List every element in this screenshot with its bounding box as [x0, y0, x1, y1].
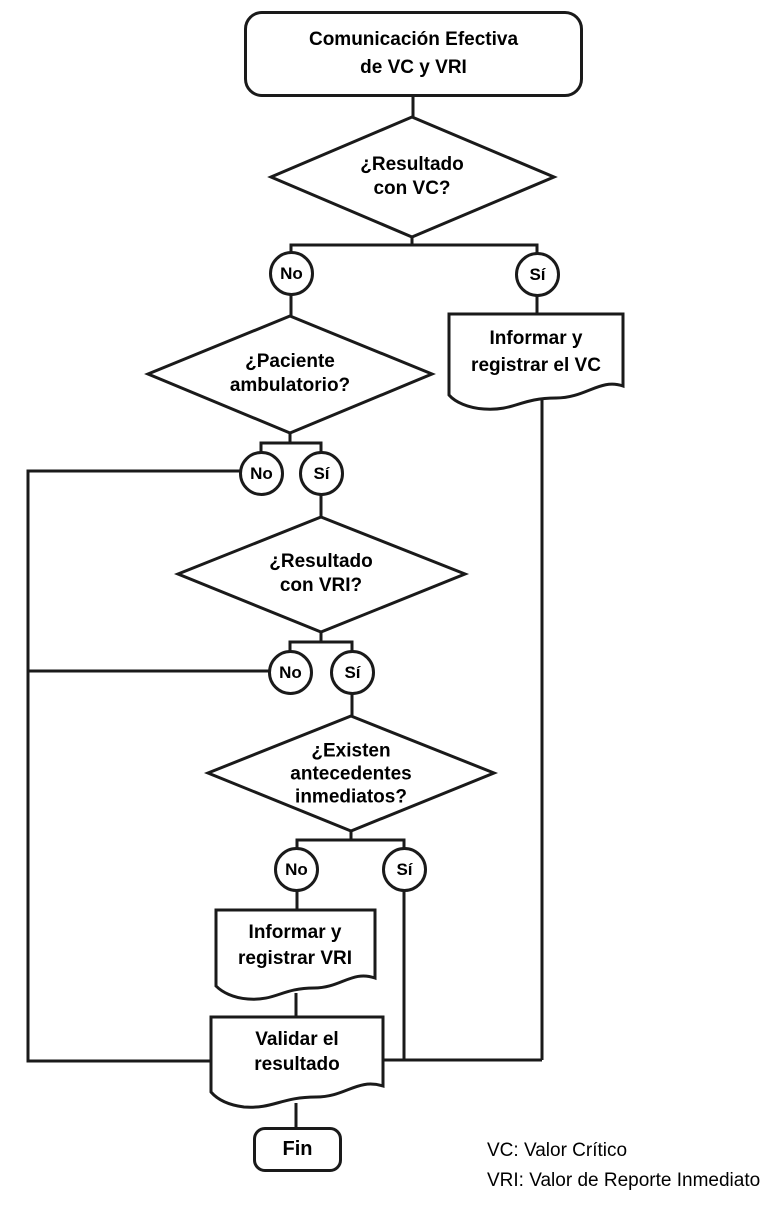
end-node-label: Fin: [282, 1138, 313, 1160]
branch-antecedentes-no-circle: No: [274, 847, 319, 892]
document-validar-label: Validar el resultado: [254, 1027, 340, 1077]
connector-antecedentes-branch-bracket: [295, 830, 406, 851]
decision-antecedentes-label-line3: inmediatos?: [295, 786, 407, 808]
decision-vc-label-line2: con VC?: [373, 178, 451, 199]
branch-vc-no-label: No: [280, 263, 303, 283]
branch-antecedentes-no-label: No: [285, 859, 308, 879]
document-validar-shape: [209, 1015, 385, 1109]
document-registrar-vc-line2: registrar el VC: [471, 355, 601, 376]
decision-antecedentes-shape: [203, 714, 499, 833]
start-node-label-line1: Comunicación Efectiva: [308, 29, 519, 50]
connector-ambulatorio-branch-bracket: [259, 432, 323, 455]
start-node-label-line2: de VC y VRI: [360, 57, 467, 78]
decision-vri-shape: [173, 515, 470, 634]
document-registrar-vri-shape: [214, 908, 377, 1001]
connector-vri-branch-bracket: [288, 631, 354, 653]
decision-vri-label-line2: con VRI?: [279, 575, 363, 596]
decision-antecedentes-label-line2: antecedentes: [290, 763, 412, 785]
document-registrar-vc-label: Informar y registrar el VC: [471, 325, 601, 379]
decision-ambulatorio-label: ¿Paciente ambulatorio?: [230, 350, 350, 398]
document-registrar-vri-label: Informar y registrar VRI: [238, 920, 352, 972]
branch-vri-si-circle: Sí: [330, 650, 375, 695]
legend-vc: VC: Valor Crítico: [487, 1140, 628, 1161]
document-validar-line2: resultado: [254, 1054, 340, 1075]
document-validar-line1: Validar el: [255, 1029, 339, 1050]
branch-ambulatorio-no-circle: No: [239, 451, 284, 496]
decision-vc-label-line1: ¿Resultado: [360, 154, 464, 175]
decision-antecedentes-label: ¿Existen antecedentes inmediatos?: [290, 740, 411, 809]
legend: VC: Valor Crítico VRI: Valor de Reporte …: [487, 1136, 760, 1196]
decision-ambulatorio-label-line1: ¿Paciente: [245, 351, 335, 372]
decision-ambulatorio-shape: [144, 314, 436, 435]
branch-vc-no-circle: No: [269, 251, 314, 296]
branch-ambulatorio-si-label: Sí: [313, 463, 330, 483]
document-registrar-vc-shape: [447, 312, 625, 411]
document-registrar-vri-line1: Informar y: [248, 922, 342, 943]
connector-no-loop-left: [26, 469, 241, 1063]
document-registrar-vri-line2: registrar VRI: [237, 948, 353, 969]
branch-vri-si-label: Sí: [344, 662, 361, 682]
start-node: Comunicación Efectiva de VC y VRI: [244, 11, 583, 97]
branch-antecedentes-si-circle: Sí: [382, 847, 427, 892]
branch-ambulatorio-no-label: No: [250, 463, 273, 483]
branch-vc-si-circle: Sí: [515, 252, 560, 297]
branch-vc-si-label: Sí: [529, 264, 546, 284]
legend-vri: VRI: Valor de Reporte Inmediato: [487, 1170, 761, 1191]
decision-vc-label: ¿Resultado con VC?: [360, 153, 463, 201]
branch-vri-no-label: No: [279, 662, 302, 682]
decision-antecedentes-label-line1: ¿Existen: [311, 740, 391, 762]
decision-vc-shape: [267, 115, 558, 239]
decision-ambulatorio-label-line2: ambulatorio?: [229, 375, 351, 396]
branch-vri-no-circle: No: [268, 650, 313, 695]
branch-antecedentes-si-label: Sí: [396, 859, 413, 879]
branch-ambulatorio-si-circle: Sí: [299, 451, 344, 496]
decision-vri-label: ¿Resultado con VRI?: [269, 550, 372, 598]
document-registrar-vc-line1: Informar y: [489, 328, 583, 349]
decision-vri-label-line1: ¿Resultado: [269, 551, 373, 572]
end-node: Fin: [253, 1127, 342, 1172]
